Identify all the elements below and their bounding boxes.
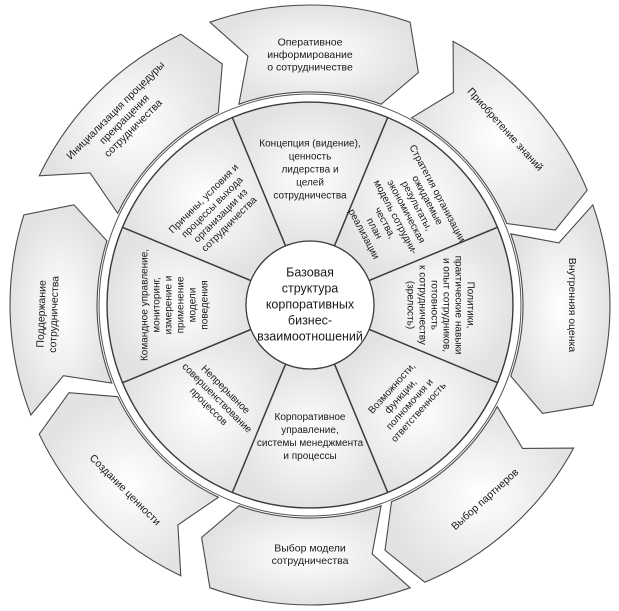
inner-label-line: и процессы <box>283 451 336 462</box>
inner-ring: Концепция (видение), ценность лидерства и ц… <box>106 101 514 509</box>
outer-segment-4 <box>384 405 575 583</box>
outer-label-line: сотрудничества <box>272 555 349 567</box>
inner-label-line: (зрелость) <box>404 281 415 329</box>
outer-segment-3 <box>509 203 611 414</box>
outer-label-line: сотрудничества <box>47 276 62 353</box>
center-title-line: структура <box>282 281 339 295</box>
inner-label-line: Концепция (видение), <box>259 139 360 150</box>
inner-label-line: применение <box>176 276 187 333</box>
inner-label-line: мониторинг, <box>152 277 163 332</box>
outer-label-line: Поддержание <box>35 280 49 348</box>
outer-label-3: Внутренняя оценка <box>566 258 578 353</box>
inner-label-line: к сотрудничеству <box>416 265 427 345</box>
inner-label-line: поведения <box>200 280 211 329</box>
inner-label-line: и опыт сотрудников, <box>440 258 451 352</box>
outer-segment-5 <box>201 504 412 606</box>
center-hub: Базовая структура корпоративных бизнес-взаи… <box>245 240 375 370</box>
outer-label-line: Оперативное <box>278 36 343 48</box>
inner-label-line: ценность <box>289 152 332 163</box>
inner-label-line: модели <box>188 288 199 323</box>
inner-label-7: Командное управление,мониторинг,измерени… <box>140 249 211 361</box>
inner-label-line: системы менеджмента <box>257 438 364 449</box>
center-title-line: корпоративных <box>266 297 355 311</box>
outer-label-line: о сотрудничестве <box>267 61 353 73</box>
center-title-line: взаимоотношений <box>257 329 363 343</box>
inner-label-4: Возможности,функции,полномочия иответств… <box>366 361 448 445</box>
outer-segment-6 <box>38 392 220 577</box>
outer-segment-8 <box>38 33 223 215</box>
outer-segment-1 <box>208 4 419 106</box>
inner-label-line: Командное управление, <box>140 249 151 361</box>
center-circle <box>245 240 375 370</box>
center-title-line: Базовая <box>286 265 334 279</box>
inner-label-line: Политики, <box>464 282 475 329</box>
inner-label-line: сотрудничества <box>273 191 347 202</box>
inner-label-line: целей <box>296 178 324 189</box>
inner-label-line: управление, <box>281 425 338 436</box>
outer-label-line: Внутренняя оценка <box>566 258 578 353</box>
outer-label-line: Выбор модели <box>274 542 346 554</box>
outer-segment-2 <box>410 40 588 231</box>
inner-label-1: Концепция (видение), ценность лидерства и ц… <box>259 139 360 202</box>
outer-label-line: информирование <box>267 49 353 61</box>
inner-label-line: готовность <box>428 280 439 330</box>
outer-segment-7 <box>9 204 113 417</box>
inner-label-line: практические навыки <box>452 256 463 355</box>
inner-label-5: Корпоративное управление, системы менеджме… <box>257 412 364 462</box>
inner-label-line: лидерства и <box>281 165 338 176</box>
center-title-line: бизнес- <box>288 313 332 327</box>
inner-label-line: измерение и <box>164 276 175 335</box>
inner-label-line: Корпоративное <box>275 412 346 423</box>
